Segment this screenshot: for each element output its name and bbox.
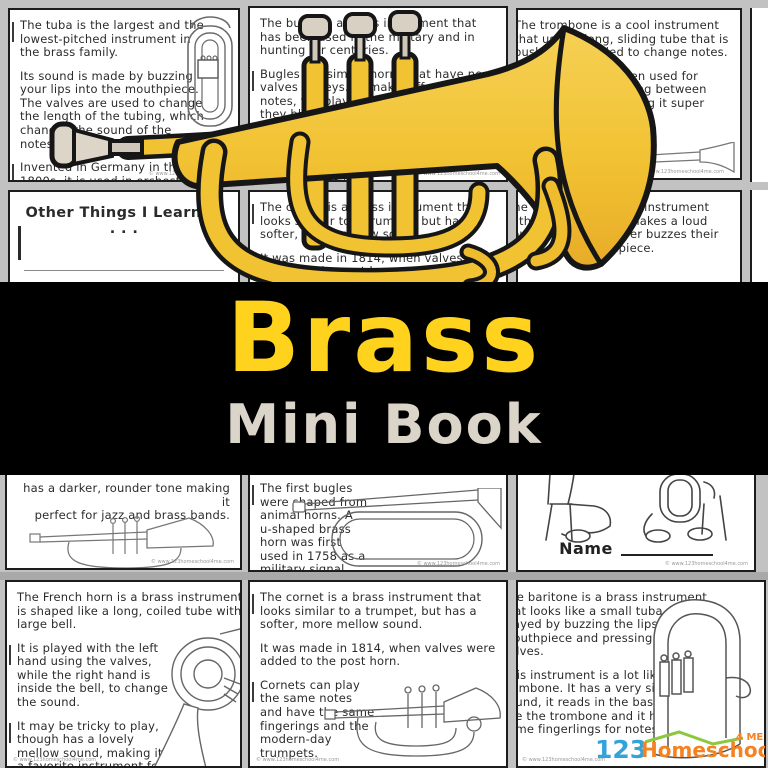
cornet-mid-paragraph-1: The cornet is a brass instrument that lo… — [252, 200, 496, 242]
first-bugles-paragraph: The first bugles were shaped from animal… — [252, 481, 368, 570]
card-attribution: © www.123homeschool4me.com — [664, 561, 748, 567]
trombone-paragraph-2: The trombone is often used for dramatic … — [518, 69, 734, 124]
bugle-paragraph-1: The bugle is a brass instrument that has… — [260, 16, 477, 58]
cornet-paragraph-2: It was made in 1814, when valves were ad… — [260, 640, 496, 669]
card-attribution: © www.123homeschool4me.com — [416, 171, 500, 177]
banner-title: Brass — [226, 282, 542, 394]
logo-number: 123 — [595, 735, 647, 762]
card-attribution: © www.123homeschool4me.com — [416, 561, 500, 567]
french-horn-paragraph-2: It is played with the left hand using th… — [9, 641, 177, 710]
trumpet-paragraph-1: The trumpet is a brass instrument with t… — [516, 200, 719, 255]
trombone-paragraph-1: The trombone is a cool instrument that u… — [516, 18, 729, 60]
baritone-paragraph-2: This instrument is a lot like the trombo… — [516, 667, 711, 737]
notes-tick-mark — [18, 226, 21, 260]
card-bugle: The bugle is a brass instrument that has… — [248, 6, 508, 182]
card-tuba: The tuba is the largest and the lowest-p… — [8, 8, 240, 182]
banner-subtitle: Mini Book — [225, 393, 543, 456]
brand-logo: 123 Homeschool 4 ME — [593, 728, 768, 766]
title-banner: Brass Mini Book — [0, 282, 768, 475]
french-horn-paragraph-3: It may be tricky to play, though has a l… — [9, 719, 167, 766]
row-divider — [0, 572, 768, 580]
writing-line — [24, 249, 224, 271]
card-french-horn: The French horn is a brass instrument th… — [5, 580, 242, 768]
cornet-line-art — [324, 676, 504, 762]
children-playing-line-art — [532, 474, 742, 544]
flugelhorn-line-2: perfect for jazz and brass bands. — [34, 508, 230, 523]
card-attribution: © www.123homeschool4me.com — [640, 169, 724, 175]
bugle-line-art — [292, 488, 502, 568]
cropped-card-sliver — [750, 8, 768, 182]
baritone-paragraph-1: The baritone is a brass instrument that … — [516, 590, 708, 659]
tuba-line-art — [184, 16, 236, 138]
bugle-paragraph-3: The first bugles were shaped from animal… — [252, 131, 380, 180]
card-cornet: The cornet is a brass instrument that lo… — [248, 580, 508, 768]
logo-roof-icon — [644, 730, 744, 746]
cornet-paragraph-3: Cornets can play the same notes and have… — [252, 677, 375, 760]
flugelhorn-line-1: has a darker, rounder tone making it — [23, 481, 230, 509]
cornet-paragraph-1: The cornet is a brass instrument that lo… — [252, 590, 496, 632]
french-horn-line-art — [150, 628, 240, 766]
french-horn-paragraph-1: The French horn is a brass instrument th… — [17, 590, 242, 632]
card-trombone: The trombone is a cool instrument that u… — [516, 8, 742, 180]
notes-title: Other Things I Learned . . . — [25, 205, 223, 237]
tuba-paragraph-1: The tuba is the largest and the lowest-p… — [12, 18, 206, 60]
card-attribution: © www.123homeschool4me.com — [256, 757, 340, 763]
card-attribution: © www.123homeschool4me.com — [150, 559, 234, 565]
card-attribution: © www.123homeschool4me.com — [148, 171, 232, 177]
cornet-mid-paragraph-2: It was made in 1814, when valves were ad… — [260, 250, 496, 279]
card-attribution: © www.123homeschool4me.com — [522, 757, 606, 763]
name-label: Name — [559, 539, 613, 558]
bugle-small-line-art — [388, 100, 500, 166]
name-blank-line — [620, 554, 713, 556]
logo-suffix: 4 ME — [736, 732, 763, 743]
card-baritone: The baritone is a brass instrument that … — [516, 580, 766, 768]
logo-word: Homeschool — [641, 738, 765, 762]
card-attribution: © www.123homeschool4me.com — [13, 757, 97, 763]
tuba-paragraph-2: Its sound is made by buzzing your lips i… — [20, 68, 205, 151]
baritone-line-art — [624, 594, 754, 760]
